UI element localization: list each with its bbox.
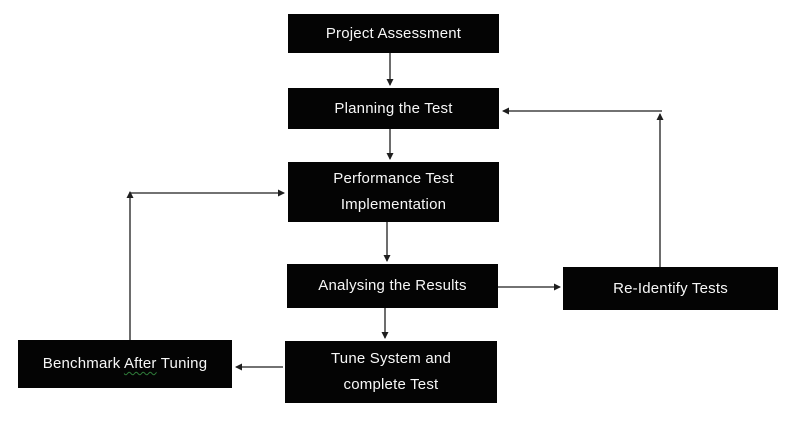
benchmark-label-post: Tuning <box>156 355 208 372</box>
node-re-identify-tests: Re-Identify Tests <box>563 267 778 310</box>
node-project-assessment-label: Project Assessment <box>325 24 462 42</box>
node-project-assessment: Project Assessment <box>288 14 499 53</box>
benchmark-label-pre: Benchmark <box>42 355 124 372</box>
node-analysing-the-results-label: Analysing the Results <box>318 277 467 294</box>
node-analysing-the-results: Analysing the Results <box>287 264 498 308</box>
node-tune-system-and-complete-test: Tune System and complete Test <box>285 341 497 403</box>
node-re-identify-tests-label: Re-Identify Tests <box>613 279 728 297</box>
node-planning-the-test-label: Planning the Test <box>334 99 453 117</box>
node-performance-test-implementation: Performance Test Implementation <box>288 162 499 222</box>
node-performance-test-implementation-label: Performance Test Implementation <box>333 170 454 213</box>
node-planning-the-test: Planning the Test <box>288 88 499 129</box>
spellcheck-underline: After <box>123 355 157 372</box>
node-benchmark-after-tuning-label: Benchmark After Tuning <box>43 351 208 377</box>
node-tune-system-and-complete-test-label: Tune System and complete Test <box>330 350 451 393</box>
node-benchmark-after-tuning: Benchmark After Tuning <box>18 340 232 388</box>
